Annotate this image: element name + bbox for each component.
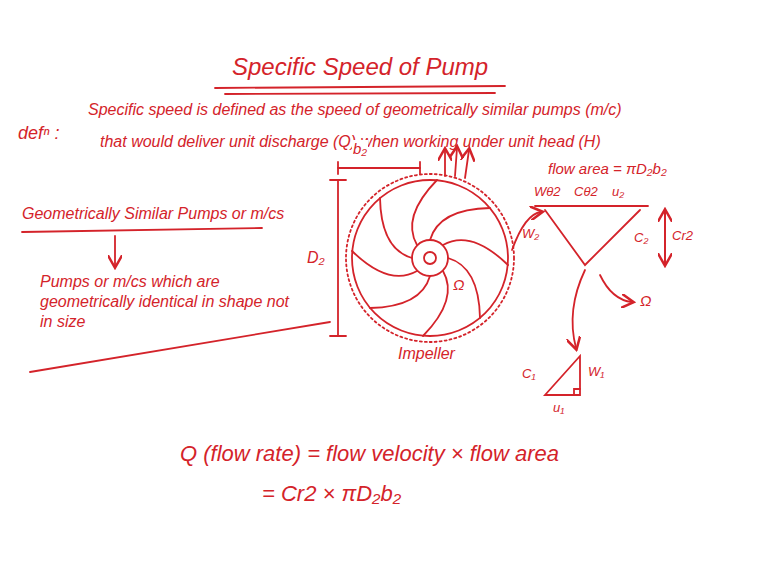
velocity-label: C₂ bbox=[634, 230, 648, 246]
velocity-label: C₁ bbox=[522, 366, 536, 382]
formula-text: flow area = πD₂b₂ bbox=[548, 160, 667, 179]
velocity-label: u₁ bbox=[553, 400, 564, 416]
rotation-symbol: Ω bbox=[640, 292, 651, 311]
velocity-label: Cθ2 bbox=[574, 184, 598, 200]
velocity-label: u₂ bbox=[612, 184, 624, 200]
dimension-label: D₂ bbox=[306, 248, 326, 268]
velocity-label: Wθ2 bbox=[534, 184, 561, 200]
part-name: Impeller bbox=[398, 344, 455, 364]
dimension-label: b₂ bbox=[352, 140, 368, 159]
definition-text: that would deliver unit discharge (Q) wh… bbox=[100, 132, 601, 152]
definition-mark: defⁿ : bbox=[18, 122, 60, 145]
formula-text: = Cr2 × πD₂b₂ bbox=[262, 480, 401, 508]
velocity-label: W₁ bbox=[588, 364, 604, 380]
formula-text: Q (flow rate) = flow velocity × flow are… bbox=[180, 440, 559, 468]
definition-text: Specific speed is defined as the speed o… bbox=[88, 100, 622, 120]
page-title: Specific Speed of Pump bbox=[232, 52, 488, 82]
rotation-symbol: Ω bbox=[452, 276, 465, 295]
section-heading: Geometrically Similar Pumps or m/cs bbox=[22, 204, 284, 224]
note-text: Pumps or m/cs which are geometrically id… bbox=[40, 272, 290, 332]
velocity-label: Cr2 bbox=[672, 228, 693, 244]
velocity-label: W₂ bbox=[522, 226, 539, 242]
